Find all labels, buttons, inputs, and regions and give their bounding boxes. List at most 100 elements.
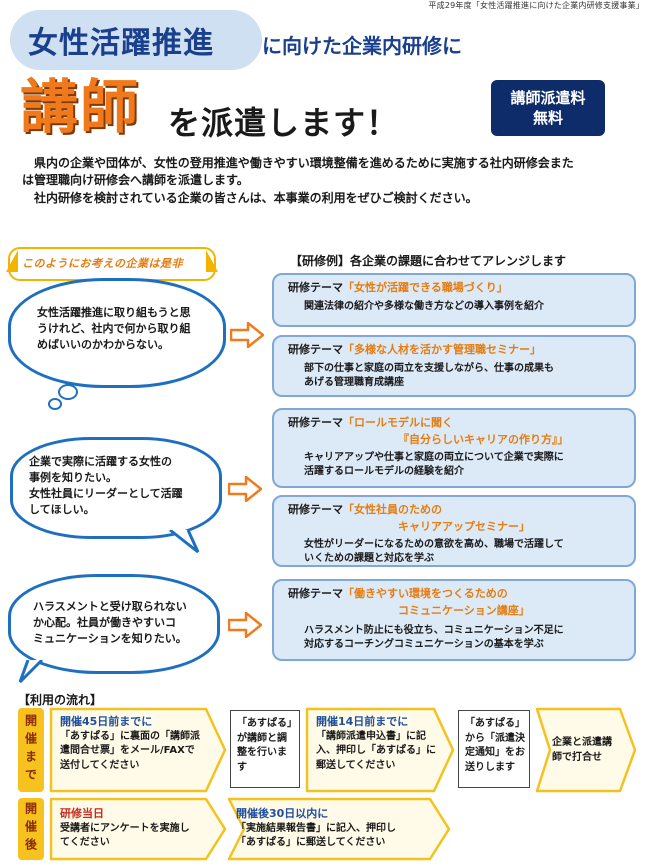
intro-line-3: 社内研修を検討されている企業の皆さんは、本事業の利用をぜひご検討ください。	[34, 190, 478, 205]
fee-badge: 講師派遣料 無料	[491, 80, 605, 136]
flow-after-1-line: てください	[60, 837, 110, 849]
flow-box-1-line: 「あすぱる」	[237, 718, 297, 729]
theme-title: 「働きやすい環境をつくるための	[343, 587, 508, 600]
theme-card-2: 研修テーマ「多様な人材を活かす管理職セミナー」 部下の仕事と家庭の両立を支援しな…	[272, 335, 636, 397]
flow-box-2-line: から「派遣決	[465, 732, 525, 744]
flow-label-after: 開催後	[18, 798, 44, 860]
top-note: 平成29年度「女性活躍推進に向けた企業内研修支援事業」	[428, 1, 644, 10]
theme-desc-line: ハラスメント防止にも役立ち、コミュニケーション不足に	[304, 624, 564, 636]
right-arrow-icon	[228, 476, 262, 502]
flow-box-1-line: 整を行いま	[237, 747, 287, 758]
theme-label: 研修テーマ	[288, 343, 343, 356]
theme-desc-line: 女性がリーダーになるための意欲を高め、職場で活躍して	[304, 538, 564, 550]
right-arrow-icon	[228, 612, 262, 638]
theme-label: 研修テーマ	[288, 587, 343, 600]
flow-step-2-line: 郵送してください	[316, 759, 396, 771]
flow-step-1: 開催45日前までに 「あすぱる」に裏面の「講師派 遣問合せ票」をメール/FAXで…	[60, 714, 220, 773]
concern-bubble-3: ハラスメントと受け取られない か心配。社員が働きやすいコ ミュニケーションを知り…	[8, 574, 220, 674]
concern-3-line: ハラスメントと受け取られない	[33, 600, 187, 613]
bubble-tail-icon	[169, 530, 200, 554]
concern-2-line: 女性社員にリーダーとして活躍	[29, 486, 183, 500]
concern-banner-text: このようにお考えの企業は是非	[22, 257, 183, 270]
theme-title-line-2: キャリアアップセミナー」	[398, 519, 530, 533]
flow-step-2-line: 「講師派遣申込書」に記	[316, 730, 426, 742]
intro-line-1: 県内の企業や団体が、女性の登用推進や働きやすい環境整備を進めるために実施する社内…	[34, 156, 574, 170]
concern-1-line: 女性活躍推進に取り組もうと思	[37, 306, 191, 319]
flow-step-1-line: 「あすぱる」に裏面の「講師派	[60, 730, 200, 742]
theme-desc-line: 関連法律の紹介や多様な働き方などの導入事例を紹介	[304, 300, 544, 312]
concern-bubble-2: 企業で実際に活躍する女性の 事例を知りたい。 女性社員にリーダーとして活躍 して…	[10, 437, 222, 539]
theme-label: 研修テーマ	[288, 416, 343, 429]
thought-dot	[58, 384, 78, 400]
big-title: 講師	[20, 73, 141, 141]
banner-left-flag-icon	[6, 250, 18, 272]
flow-after-step-1: 研修当日 受講者にアンケートを実施し てください	[60, 806, 220, 851]
theme-card-5: 研修テーマ「働きやすい環境をつくるための コミュニケーション講座」 ハラスメント…	[272, 579, 636, 661]
theme-card-1: 研修テーマ「女性が活躍できる職場づくり」 関連法律の紹介や多様な働き方などの導入…	[272, 273, 636, 327]
theme-desc-line: いくための課題と対応を学ぶ	[304, 553, 434, 565]
flow-step-2-line: 入、押印し「あすぱる」に	[316, 745, 436, 757]
flow-step-3-line: 企業と派遣講	[552, 737, 612, 748]
thought-dot	[48, 398, 62, 410]
concern-bubble-1: 女性活躍推進に取り組もうと思 うけれど、社内で何から取り組 めばいいのかわからな…	[8, 278, 226, 388]
fee-line-1: 講師派遣料	[510, 88, 586, 107]
theme-desc-line: キャリアアップや仕事と家庭の両立について企業で実際に	[304, 451, 564, 463]
title-pill-background	[10, 10, 262, 70]
theme-label: 研修テーマ	[288, 503, 343, 516]
flow-after-1-line: 受講者にアンケートを実施し	[60, 822, 190, 834]
concern-banner	[8, 247, 216, 281]
concern-3-line: か心配。社員が働きやすいコ	[33, 615, 176, 629]
flow-step-chevron	[305, 707, 455, 793]
flow-step-2: 開催14日前までに 「講師派遣申込書」に記 入、押印し「あすぱる」に 郵送してく…	[316, 714, 452, 773]
bubble-tail-icon	[18, 660, 44, 684]
theme-title: 「女性社員のための	[343, 503, 442, 516]
theme-desc-line: 部下の仕事と家庭の両立を支援しながら、仕事の成果も	[304, 362, 554, 374]
flow-after-1-head: 研修当日	[60, 807, 104, 820]
flow-title: 【利用の流れ】	[18, 693, 103, 707]
flow-after-step-2: 開催後30日以内に 「実施結果報告書」に記入、押印し 「あすぱる」に郵送してくだ…	[236, 806, 436, 851]
theme-title-line-2: 『自分らしいキャリアの作り方』」	[398, 432, 569, 446]
theme-label: 研修テーマ	[288, 281, 343, 294]
flow-step-chevron	[49, 707, 227, 793]
flow-box-2-line: 送りします	[465, 761, 515, 773]
flow-step-chevron	[535, 707, 637, 793]
concern-2-line: 事例を知りたい。	[29, 470, 117, 484]
flow-aspal-box-1: 「あすぱる」 が講師と調 整を行いま す	[230, 710, 300, 788]
flow-aspal-box-2: 「あすぱる」 から「派遣決 定通知」をお 送りします	[458, 710, 530, 788]
flow-after-2-head: 開催後30日以内に	[236, 807, 329, 820]
flow-box-2-line: 「あすぱる」	[465, 718, 525, 729]
theme-title: 「多様な人材を活かす管理職セミナー」	[343, 343, 541, 356]
flow-step-3-line: 師で打合せ	[552, 751, 602, 763]
concern-2-line: 企業で実際に活躍する女性の	[29, 455, 172, 468]
intro-text: 県内の企業や団体が、女性の登用推進や働きやすい環境整備を進めるために実施する社内…	[22, 155, 632, 207]
theme-card-4: 研修テーマ「女性社員のための キャリアアップセミナー」 女性がリーダーになるため…	[272, 495, 636, 567]
concern-3-line: ミュニケーションを知りたい。	[33, 631, 187, 645]
case-header: 【研修例】各企業の課題に合わせてアレンジします	[290, 254, 567, 268]
concern-2-line: してほしい。	[29, 502, 95, 516]
intro-line-2: は管理職向け研修会へ講師を派遣します。	[22, 173, 249, 188]
flow-box-1-line: す	[237, 761, 247, 773]
flow-after-2-line: 「実施結果報告書」に記入、押印し	[236, 822, 396, 834]
concern-1-line: うけれど、社内で何から取り組	[37, 321, 191, 335]
flow-step-chevron	[49, 797, 227, 861]
flow-after-2-line: 「あすぱる」に郵送してください	[236, 837, 386, 849]
flow-box-2-line: 定通知」をお	[465, 747, 525, 758]
big-subtitle: を派遣します！	[168, 104, 400, 142]
flow-step-1-head: 開催45日前までに	[60, 715, 153, 728]
banner-right-flag-icon	[206, 250, 218, 272]
flow-step-3: 企業と派遣講 師で打合せ	[552, 736, 632, 765]
flow-box-1-line: が講師と調	[237, 732, 287, 744]
flow-step-1-line: 遣問合せ票」をメール/FAXで	[60, 745, 195, 757]
right-arrow-icon	[230, 322, 264, 348]
theme-title: 「女性が活躍できる職場づくり」	[343, 281, 508, 294]
theme-title-line-2: コミュニケーション講座」	[398, 603, 530, 617]
theme-card-3: 研修テーマ「ロールモデルに聞く 『自分らしいキャリアの作り方』」 キャリアアップ…	[272, 408, 636, 488]
theme-title: 「ロールモデルに聞く	[343, 416, 453, 429]
title-sub: に向けた企業内研修に	[262, 34, 462, 58]
theme-desc-line: 対応するコーチングコミュニケーションの基本を学ぶ	[304, 639, 544, 651]
theme-desc-line: 活躍するロールモデルの経験を紹介	[304, 466, 464, 478]
flow-label-before: 開催まで	[18, 708, 44, 792]
title-main: 女性活躍推進	[28, 26, 214, 61]
flow-step-2-head: 開催14日前までに	[316, 715, 409, 728]
flow-step-chevron	[227, 797, 451, 861]
